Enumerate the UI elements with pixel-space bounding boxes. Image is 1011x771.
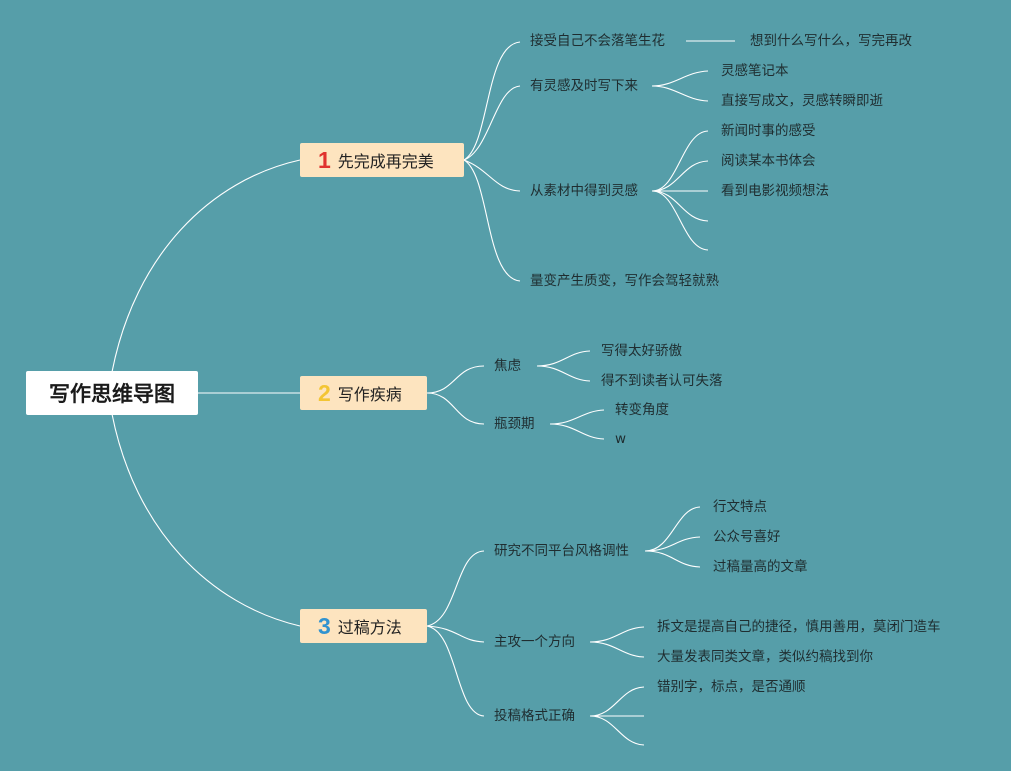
branch-node-1[interactable]: 1 先完成再完美 <box>300 143 464 177</box>
connector-root-b1 <box>111 159 301 373</box>
node-format[interactable]: 投稿格式正确 <box>494 708 575 724</box>
branch-number-3: 3 <box>318 612 331 639</box>
node-research-item-3[interactable]: 过稿量高的文章 <box>713 559 808 575</box>
node-format-item-1[interactable]: 错别字，标点，是否通顺 <box>657 679 806 695</box>
node-bottleneck[interactable]: 瓶颈期 <box>494 416 535 432</box>
root-title: 写作思维导图 <box>49 382 175 406</box>
connector-b1-quantity <box>463 159 521 282</box>
connector-b1-source <box>463 159 521 192</box>
node-record-item-2[interactable]: 直接写成文，灵感转瞬即逝 <box>721 93 883 109</box>
connector-anxiety-item-1 <box>536 350 591 367</box>
node-source-item-1[interactable]: 新闻时事的感受 <box>721 123 816 139</box>
node-anxiety[interactable]: 焦虑 <box>494 358 521 374</box>
connector-focus-item-1 <box>589 626 645 643</box>
connector-bottleneck-item-2 <box>549 423 605 440</box>
connector-anxiety-item-2 <box>536 365 591 382</box>
connector-b3-focus <box>426 625 485 643</box>
node-research[interactable]: 研究不同平台风格调性 <box>494 543 629 559</box>
node-source-item-3[interactable]: 看到电影视频想法 <box>721 183 829 199</box>
node-accept-note[interactable]: 想到什么写什么，写完再改 <box>750 33 912 49</box>
node-focus-item-1[interactable]: 拆文是提高自己的捷径，慎用善用，莫闭门造车 <box>657 619 941 635</box>
node-anxiety-item-2[interactable]: 得不到读者认可失落 <box>601 373 723 389</box>
branch-label-2: 写作疾病 <box>337 385 402 404</box>
connector-b3-format <box>426 625 485 717</box>
connector-bottleneck-item-1 <box>549 409 605 425</box>
connector-source-item-5 <box>651 190 709 251</box>
root-node[interactable]: 写作思维导图 <box>26 371 198 415</box>
connector-b3-research <box>426 550 485 627</box>
connector-focus-item-2 <box>589 641 645 658</box>
node-quantity[interactable]: 量变产生质变，写作会驾轻就熟 <box>530 273 719 289</box>
node-focus-item-2[interactable]: 大量发表同类文章，类似约稿找到你 <box>657 649 873 665</box>
branch-number-2: 2 <box>318 379 331 406</box>
branch-number-1: 1 <box>318 146 331 173</box>
node-source-item-2[interactable]: 阅读某本书体会 <box>721 153 816 169</box>
node-focus[interactable]: 主攻一个方向 <box>494 634 575 650</box>
node-research-item-1[interactable]: 行文特点 <box>713 499 767 515</box>
connector-b1-record <box>463 85 521 161</box>
connector-format-item-1 <box>589 686 645 717</box>
connector-source-item-1 <box>651 130 709 192</box>
connector-b2-anxiety <box>426 365 485 394</box>
connector-research-item-2 <box>644 536 701 552</box>
connector-format-item-3 <box>589 715 645 746</box>
node-bottleneck-item-2[interactable]: w <box>615 431 627 447</box>
connector-b1-accept <box>463 41 521 161</box>
connector-source-item-4 <box>651 190 709 222</box>
connector-research-item-1 <box>644 506 701 552</box>
connector-record-item-1 <box>651 70 709 87</box>
connector-root-b3 <box>111 413 301 627</box>
connector-b2-bottleneck <box>426 392 485 425</box>
branch-node-2[interactable]: 2 写作疾病 <box>300 376 427 410</box>
connector-research-item-3 <box>644 550 701 568</box>
node-source[interactable]: 从素材中得到灵感 <box>530 183 638 199</box>
branch-label-1: 先完成再完美 <box>337 152 434 171</box>
connector-source-item-2 <box>651 160 709 192</box>
branch-label-3: 过稿方法 <box>337 618 402 637</box>
node-research-item-2[interactable]: 公众号喜好 <box>713 529 781 545</box>
node-record-item-1[interactable]: 灵感笔记本 <box>721 63 789 79</box>
connector-record-item-2 <box>651 85 709 102</box>
node-record[interactable]: 有灵感及时写下来 <box>530 78 638 94</box>
branch-node-3[interactable]: 3 过稿方法 <box>300 609 427 643</box>
node-anxiety-item-1[interactable]: 写得太好骄傲 <box>601 343 682 359</box>
node-bottleneck-item-1[interactable]: 转变角度 <box>615 402 669 418</box>
node-accept[interactable]: 接受自己不会落笔生花 <box>530 33 665 49</box>
